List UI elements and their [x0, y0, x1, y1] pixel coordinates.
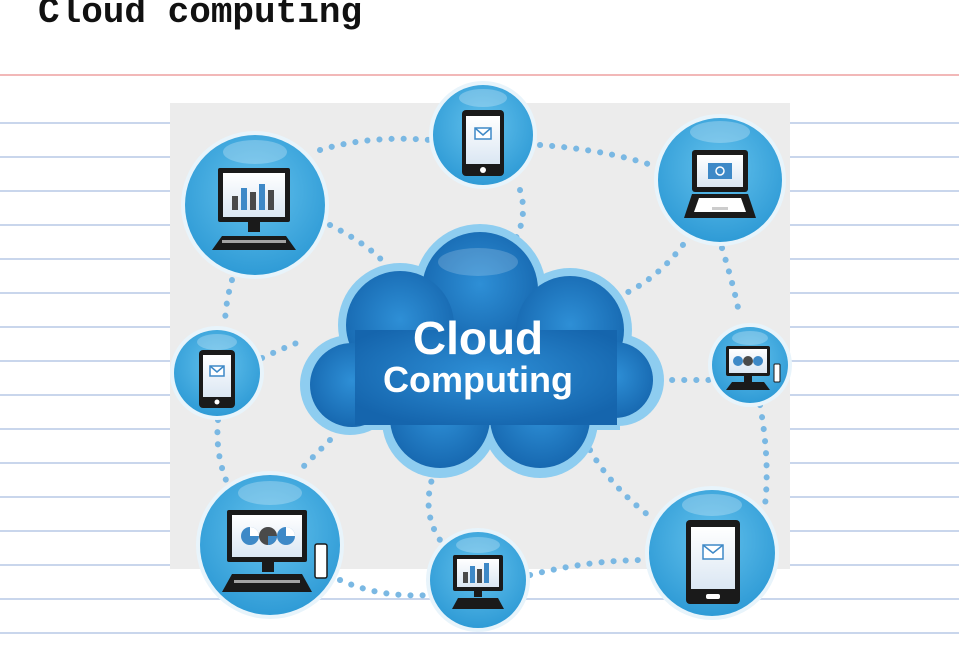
desktop-pie-chart-icon: [726, 346, 781, 390]
connector-middle-left-to-cloud: [259, 337, 308, 361]
desktop-pie-chart-icon: [222, 510, 328, 592]
cloud-label-line1: Cloud: [413, 312, 543, 364]
node-desktop-pie-chart-right: [708, 323, 792, 407]
node-smartphone-top-center: [429, 81, 537, 189]
connector-top-center-to-top-right: [537, 142, 663, 171]
connector-bottom-center-to-bottom-right: [527, 557, 648, 578]
connector-middle-left-to-bottom-left: [214, 417, 231, 488]
connector-top-right-to-right: [719, 245, 743, 321]
connector-top-left-to-cloud: [327, 222, 393, 273]
connector-top-left-to-middle-left: [222, 277, 235, 328]
connector-top-right-to-cloud: [612, 232, 693, 301]
page-title: Cloud computing: [38, 0, 363, 33]
smartphone-icon: [462, 110, 504, 176]
connector-bottom-left-to-bottom-center: [337, 577, 433, 599]
node-desktop-pie-chart-bottom-left: [196, 471, 344, 619]
node-desktop-bar-chart-bottom-center: [426, 528, 530, 632]
header-divider: [0, 74, 959, 76]
connector-top-center-to-cloud: [512, 187, 527, 243]
node-tablet-bottom-right: [645, 486, 779, 620]
node-smartphone-middle-left: [170, 326, 264, 420]
node-laptop-top-right: [654, 114, 786, 246]
desktop-monitor-bar-chart-icon: [212, 168, 296, 250]
smartphone-icon: [199, 350, 235, 408]
connector-cloud-to-bottom-center: [425, 467, 443, 543]
tablet-icon: [686, 520, 740, 604]
node-desktop-bar-chart-top-left: [181, 131, 329, 279]
desktop-monitor-bar-chart-icon: [452, 555, 504, 609]
connector-cloud-to-bottom-right: [587, 447, 651, 518]
laptop-icon: [684, 150, 756, 218]
connector-right-to-bottom-right: [757, 402, 770, 508]
cloud-shape: Cloud Computing: [300, 224, 664, 478]
cloud-label-line2: Computing: [383, 359, 573, 400]
connector-top-left-to-top-center: [317, 135, 433, 153]
connector-cloud-to-bottom-left: [297, 437, 333, 473]
